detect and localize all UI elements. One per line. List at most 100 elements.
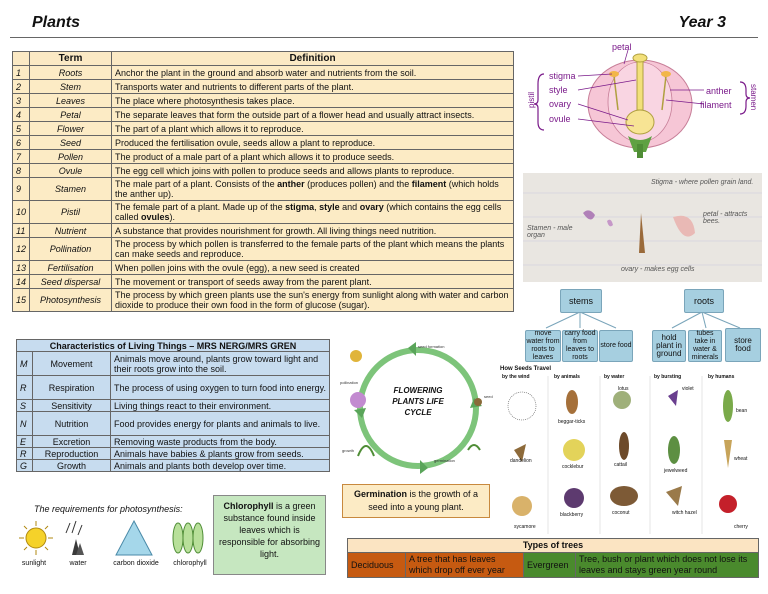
definition-cell: The egg cell which joins with pollen to … <box>111 163 514 178</box>
deciduous-definition: A tree that has leaves which drop off ev… <box>405 552 524 578</box>
dissection-sketch <box>523 192 762 266</box>
term-cell: Petal <box>29 107 113 122</box>
term-cell: Seed dispersal <box>29 274 113 289</box>
definition-cell: Transports water and nutrients to differ… <box>111 79 514 94</box>
note-ovary: ovary - makes egg cells <box>621 266 695 273</box>
seed-label: lotus <box>618 386 629 392</box>
definition-cell: The movement or transport of seeds away … <box>111 274 514 289</box>
stem-function: move water from roots to leaves <box>525 330 561 362</box>
desc-cell: The process of using oxygen to turn food… <box>110 375 330 400</box>
desc-cell: Animals move around, plants grow toward … <box>110 351 330 376</box>
definition-cell: The place where photosynthesis takes pla… <box>111 93 514 108</box>
glossary-header-blank <box>11 51 31 66</box>
seed-label: sycamore <box>514 524 536 530</box>
name-cell: Sensitivity <box>32 399 111 412</box>
life-cycle-title: FLOWERING PLANTS LIFE CYCLE <box>392 386 444 417</box>
row-number: 14 <box>11 274 31 289</box>
seed-label: beggar-ticks <box>558 419 586 425</box>
bold-term: filament <box>411 179 447 189</box>
root-function: tubes take in water & minerals <box>688 330 722 362</box>
row-number: 6 <box>11 135 31 150</box>
seed-label: blackberry <box>560 512 584 518</box>
name-cell: Growth <box>32 459 111 472</box>
carbon-dioxide-icon <box>115 519 153 556</box>
definition-cell: The process by which pollen is transferr… <box>111 237 514 261</box>
label-anther: anther <box>706 86 732 96</box>
letter-cell: E <box>16 435 33 448</box>
term-cell: Stem <box>29 79 113 94</box>
term-cell: Nutrient <box>29 223 113 238</box>
seeds-title: How Seeds Travel <box>500 366 552 372</box>
seed-illustrations <box>507 376 737 534</box>
note-petal: petal - attracts bees. <box>703 211 748 225</box>
letter-cell: S <box>16 399 33 412</box>
bold-term: stigma <box>285 202 315 212</box>
label-stamen: stamen <box>749 84 758 111</box>
requirement-label: water <box>69 560 87 567</box>
label-style: style <box>549 85 568 95</box>
germination-text: is the growth of a seed into a young pla… <box>368 489 479 512</box>
requirement-label: sunlight <box>21 560 47 567</box>
seed-label: cattail <box>614 462 628 468</box>
evergreen-label: Evergreen <box>523 552 576 578</box>
characteristics-title: Characteristics of Living Things – MRS N… <box>16 339 330 352</box>
desc-cell: Animals and plants both develop over tim… <box>110 459 330 472</box>
header-divider <box>10 37 758 38</box>
row-number: 12 <box>11 237 31 261</box>
glossary-header-definition: Definition <box>111 51 514 66</box>
definition-cell: Produced the fertilisation ovule, seeds … <box>111 135 514 150</box>
flower-diagram <box>533 49 751 158</box>
characteristics-table: Characteristics of Living Things – MRS N… <box>16 339 330 472</box>
definition-cell: The male part of a plant. Consists of th… <box>111 177 514 201</box>
chlorophyll-text: is a green substance found inside leaves… <box>218 501 321 559</box>
term-cell: Leaves <box>29 93 113 108</box>
trees-title: Types of trees <box>347 538 759 553</box>
cycle-stage-seed: seed <box>484 394 493 399</box>
col-water: by water <box>604 374 625 380</box>
stem-function: carry food from leaves to roots <box>562 330 598 362</box>
seed-label: wheat <box>734 456 748 462</box>
chlorophyll-icon <box>172 522 204 554</box>
term-cell: Fertilisation <box>29 260 113 275</box>
definition-cell: When pollen joins with the ovule (egg), … <box>111 260 514 275</box>
definition-text: (which contains the egg cells called <box>115 202 502 222</box>
desc-cell: Removing waste products from the body. <box>110 435 330 448</box>
name-cell: Reproduction <box>32 447 111 460</box>
germination-term: Germination <box>353 489 407 499</box>
bold-term: anther <box>277 179 305 189</box>
label-stigma: stigma <box>549 71 576 81</box>
definition-text: , <box>314 202 320 212</box>
row-number: 9 <box>11 177 31 201</box>
root-function: hold plant in ground <box>652 330 686 362</box>
roots-node: roots <box>684 289 724 313</box>
desc-cell: Animals have babies & plants grow from s… <box>110 447 330 460</box>
row-number: 2 <box>11 79 31 94</box>
bold-term: style <box>319 202 340 212</box>
deciduous-label: Deciduous <box>347 552 406 578</box>
definition-text: The male part of a plant. Consists of th… <box>115 179 278 189</box>
seed-label: bean <box>736 408 748 414</box>
col-humans: by humans <box>708 374 735 380</box>
table-row: Deciduous A tree that has leaves which d… <box>347 552 759 578</box>
definition-cell: The process by which green plants use th… <box>111 288 514 312</box>
bee-icon <box>350 350 362 362</box>
col-bursting: by bursting <box>654 374 682 380</box>
row-number: 4 <box>11 107 31 122</box>
sun-icon <box>19 521 53 555</box>
stem-function: store food <box>599 330 633 362</box>
stems-roots-connectors <box>545 311 741 329</box>
